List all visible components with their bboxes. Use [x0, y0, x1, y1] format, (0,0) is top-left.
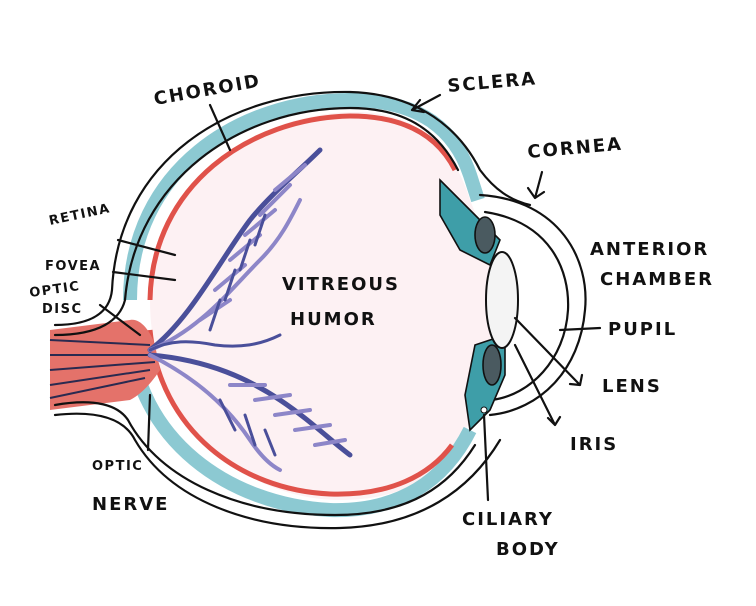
- iris-lower: [482, 344, 502, 386]
- optic-nerve-fibers: [49, 339, 156, 399]
- leader-cornea: [526, 170, 546, 200]
- label-optic-nerve-line2: NERVE: [92, 494, 169, 515]
- choroid-layer: [123, 92, 485, 518]
- label-ciliary-line1: CILIARY: [462, 509, 554, 530]
- retina-layer: [147, 113, 458, 497]
- sclera-outline: [53, 90, 532, 327]
- leader-anterior: [558, 326, 602, 332]
- sclera-outline-bottom: [53, 412, 502, 530]
- leader-pupil: [513, 316, 584, 387]
- leader-sclera: [410, 93, 442, 114]
- leader-lines: [98, 93, 602, 502]
- leader-retina: [116, 238, 177, 257]
- label-vitreous-line2: HUMOR: [290, 309, 377, 330]
- ciliary-dot: [480, 406, 488, 414]
- label-iris: IRIS: [570, 434, 618, 455]
- cornea-inner: [483, 210, 570, 402]
- leader-choroid: [208, 103, 232, 152]
- label-retina: RETINA: [48, 201, 112, 229]
- vitreous-body: [150, 111, 490, 501]
- label-optic-disc-line1: OPTIC: [28, 279, 81, 301]
- lens: [485, 251, 519, 349]
- label-pupil: PUPIL: [608, 319, 677, 340]
- blood-vessels: [147, 147, 353, 472]
- leader-iris: [513, 343, 562, 427]
- label-ciliary-line2: BODY: [496, 539, 560, 560]
- label-fovea: FOVEA: [45, 259, 101, 274]
- label-choroid: CHOROID: [152, 70, 262, 110]
- leader-fovea: [111, 270, 177, 282]
- label-sclera: SCLERA: [447, 68, 538, 97]
- label-anterior-line1: ANTERIOR: [590, 239, 709, 260]
- label-cornea: CORNEA: [527, 134, 624, 163]
- label-lens: LENS: [602, 376, 662, 397]
- label-vitreous-line1: VITREOUS: [282, 274, 400, 295]
- iris-upper: [474, 216, 496, 254]
- leader-optic-nerve: [146, 393, 152, 452]
- label-optic-disc-line2: DISC: [42, 302, 83, 317]
- sclera-outline-bottom-inner: [53, 401, 477, 517]
- leader-ciliary: [482, 413, 490, 502]
- label-anterior-line2: CHAMBER: [600, 269, 714, 290]
- label-optic-nerve-line1: OPTIC: [92, 459, 143, 474]
- cornea: [478, 193, 587, 417]
- leader-optic-disc: [98, 303, 142, 337]
